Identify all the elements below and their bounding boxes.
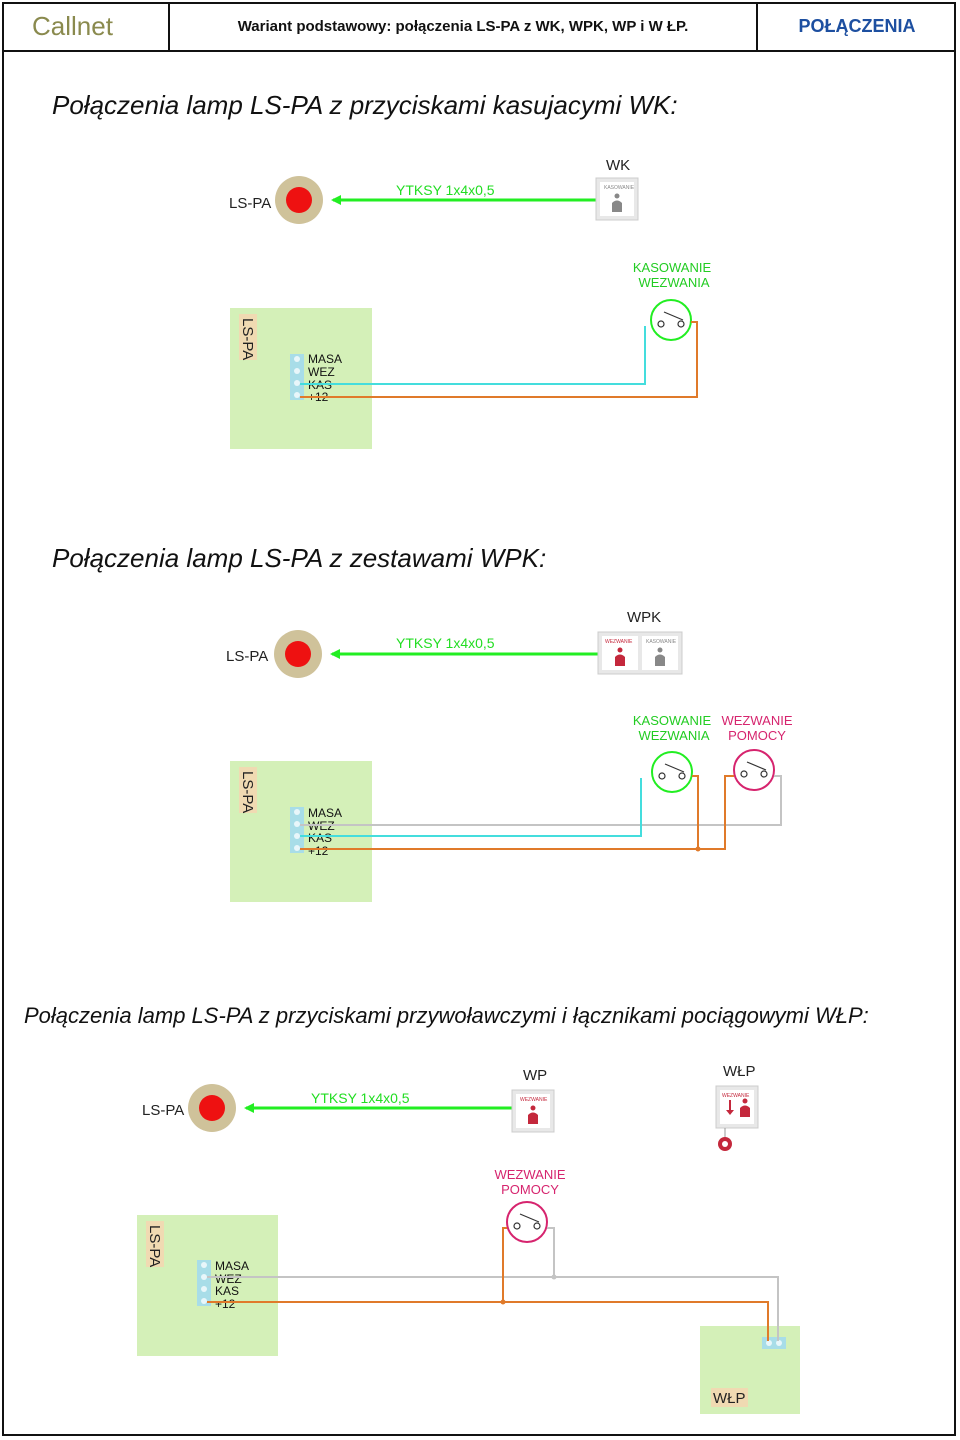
lamp-label: LS-PA: [226, 648, 268, 665]
call-switch-icon: [506, 1201, 548, 1243]
arrow-down-icon: [726, 1110, 734, 1115]
wlp-terminal-block: [762, 1337, 786, 1349]
section-name: POŁĄCZENIA: [798, 15, 916, 36]
panel-text: KASOWANIE: [646, 639, 677, 645]
brand-logo: Callnet: [2, 2, 170, 50]
section-title-wk: Połączenia lamp LS-PA z przyciskami kasu…: [52, 90, 678, 120]
terminal-block: [290, 807, 304, 853]
wire-junction: [500, 1299, 506, 1305]
board-label: LS-PA: [239, 771, 256, 813]
lamp-icon: [274, 630, 322, 678]
switch-label-line2: POMOCY: [501, 1182, 559, 1197]
switch-label-line2: POMOCY: [728, 728, 786, 743]
wire-plus12-branch: [692, 775, 699, 849]
page-subtitle: Wariant podstawowy: połączenia LS-PA z W…: [170, 2, 758, 50]
panel-text: WEZWANIE: [722, 1093, 750, 1099]
wire-junction: [551, 1274, 557, 1280]
switch-label-line1: WEZWANIE: [494, 1167, 565, 1182]
switch-label-line1: WEZWANIE: [721, 713, 792, 728]
person-icon: [614, 193, 620, 199]
terminal-wez: WEZ: [215, 1272, 242, 1286]
panel-text: WEZWANIE: [520, 1097, 548, 1103]
terminal-block: [197, 1260, 211, 1306]
terminal-plus12: +12: [308, 844, 329, 858]
wire-kas: [300, 326, 646, 385]
switch-label-line1: KASOWANIE: [633, 260, 712, 275]
device-label-wlp: WŁP: [723, 1063, 756, 1080]
board-label: LS-PA: [239, 318, 256, 360]
lamp-icon: [188, 1084, 236, 1132]
reset-switch-icon: [651, 751, 693, 793]
person-icon: [617, 647, 623, 653]
wire-wez: [207, 1276, 779, 1341]
section-title-wlp: Połączenia lamp LS-PA z przyciskami przy…: [24, 1003, 869, 1028]
wire-plus12-branch: [502, 1227, 507, 1302]
person-icon: [657, 647, 663, 653]
terminal-masa: MASA: [308, 806, 342, 820]
wp-button-device: WEZWANIE: [511, 1089, 555, 1133]
terminal-wez: WEZ: [308, 365, 335, 379]
person-icon: [742, 1098, 748, 1104]
header: Callnet Wariant podstawowy: połączenia L…: [2, 2, 956, 52]
cable-label: YTKSY 1x4x0,5: [396, 182, 495, 198]
wlp-board-label: WŁP: [713, 1390, 746, 1407]
person-icon: [530, 1105, 536, 1111]
lamp-label: LS-PA: [229, 195, 271, 212]
panel-text: WEZWANIE: [605, 639, 633, 645]
switch-label-line1: KASOWANIE: [633, 713, 712, 728]
wire-junction: [695, 846, 701, 852]
switch-label-line2: WEZWANIA: [638, 728, 709, 743]
wire-plus12: [300, 775, 734, 850]
wire-plus12: [300, 321, 698, 398]
wire-kas: [300, 778, 642, 837]
device-label-wpk: WPK: [627, 609, 661, 626]
lamp-icon: [275, 176, 323, 224]
wire-plus12: [207, 1301, 769, 1341]
device-label-wk: WK: [606, 157, 630, 174]
wire-wez-branch: [547, 1227, 555, 1277]
section-title-wpk: Połączenia lamp LS-PA z zestawami WPK:: [52, 543, 546, 573]
reset-switch-icon: [650, 299, 692, 341]
cable-label: YTKSY 1x4x0,5: [396, 635, 495, 651]
terminal-kas: KAS: [215, 1284, 239, 1298]
wpk-set-device: WEZWANIE KASOWANIE: [597, 631, 683, 675]
board-label: LS-PA: [146, 1225, 163, 1267]
terminal-kas: KAS: [308, 831, 332, 845]
call-switch-icon: [733, 749, 775, 791]
wlp-pull-switch-device: WEZWANIE: [715, 1085, 759, 1151]
cable-label: YTKSY 1x4x0,5: [311, 1090, 410, 1106]
terminal-masa: MASA: [308, 352, 342, 366]
terminal-block: [290, 354, 304, 400]
switch-label-line2: WEZWANIA: [638, 275, 709, 290]
terminal-masa: MASA: [215, 1259, 249, 1273]
terminal-plus12: +12: [215, 1297, 236, 1311]
panel-text: KASOWANIE: [604, 185, 635, 191]
wk-button-device: KASOWANIE: [595, 177, 639, 221]
wire-wez: [300, 775, 782, 826]
lamp-label: LS-PA: [142, 1102, 184, 1119]
device-label-wp: WP: [523, 1067, 547, 1084]
